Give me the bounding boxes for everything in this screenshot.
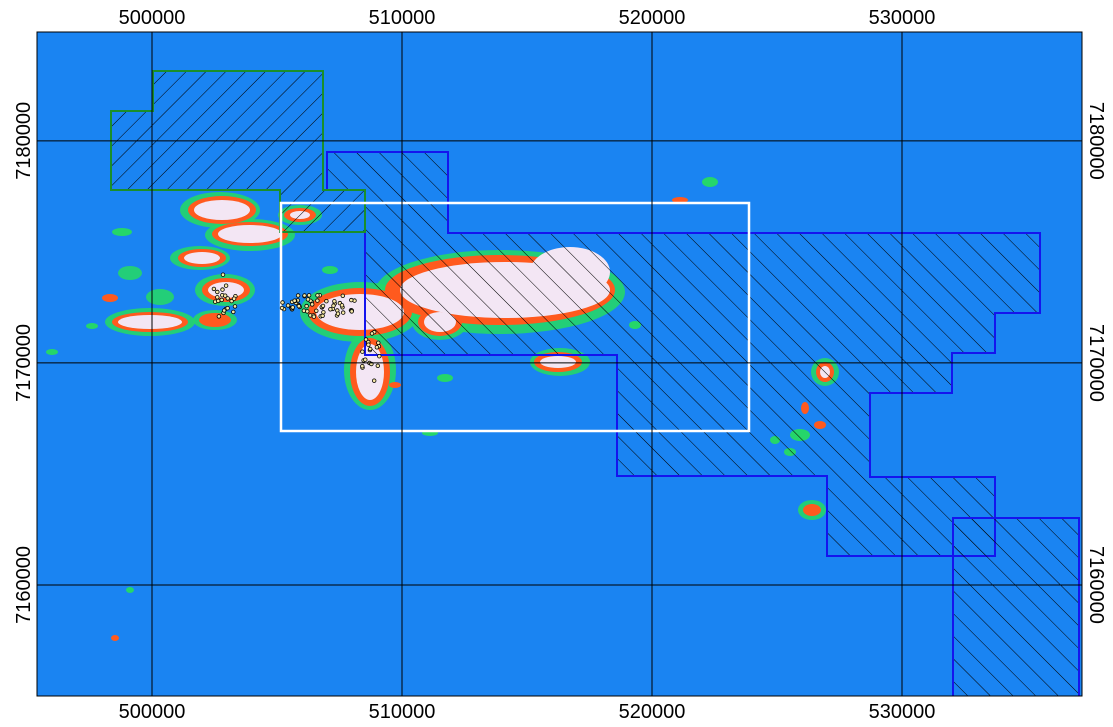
x-tick-label-bottom: 530000: [869, 701, 936, 722]
sample-point: [220, 287, 225, 292]
sample-point: [225, 306, 230, 311]
x-tick-label-bottom: 520000: [619, 701, 686, 722]
sample-point: [296, 303, 302, 309]
sample-point: [335, 311, 341, 316]
y-tick-label-right: 7180000: [1085, 102, 1107, 180]
sample-point: [306, 293, 312, 298]
sample-point: [324, 299, 329, 304]
sample-point: [360, 364, 365, 369]
y-tick-label-right: 7170000: [1085, 324, 1107, 402]
sample-point: [305, 309, 310, 314]
sample-point: [332, 299, 337, 304]
sample-point: [302, 293, 307, 298]
sample-point: [279, 305, 285, 311]
sample-point: [311, 314, 317, 319]
study-area-box: [279, 201, 751, 433]
sample-point: [220, 272, 226, 277]
y-tick-label-left: 7160000: [13, 546, 35, 624]
blue-hatched-zone-south: [952, 517, 1080, 696]
map-frame: [36, 31, 1083, 697]
sample-point: [223, 283, 229, 288]
sample-point: [369, 331, 375, 336]
sample-point: [305, 297, 311, 302]
sample-point: [215, 295, 220, 300]
axis-tick-labels: 500000 500000 510000 510000 520000 520000 5300…: [13, 7, 1107, 723]
x-tick-label-bottom: 510000: [369, 701, 436, 722]
x-tick-label-top: 510000: [369, 7, 436, 29]
sample-point: [314, 308, 319, 313]
sample-point: [320, 313, 325, 318]
sample-point: [328, 307, 333, 312]
sample-point: [215, 298, 221, 304]
grid-lines: [37, 32, 1082, 696]
sample-point: [366, 342, 371, 347]
sample-point: [280, 300, 285, 305]
sample-point: [341, 310, 346, 315]
sample-point: [375, 363, 380, 368]
sample-point: [339, 303, 345, 308]
sample-point: [320, 303, 326, 309]
blue-hatched-zone: [326, 151, 1041, 557]
x-tick-label-top: 500000: [119, 7, 186, 29]
sample-point: [315, 298, 320, 303]
x-tick-label-top: 530000: [869, 7, 936, 29]
sample-point: [310, 302, 315, 307]
sample-point: [368, 346, 373, 352]
sample-point: [225, 296, 230, 301]
x-tick-label-top: 520000: [619, 7, 686, 29]
sample-point: [285, 303, 291, 308]
sample-point: [295, 293, 301, 298]
sample-point: [216, 314, 222, 319]
sample-point: [363, 337, 369, 342]
sample-point: [363, 357, 368, 362]
sample-points: [211, 272, 382, 383]
sample-point: [360, 349, 365, 354]
x-tick-label-bottom: 500000: [119, 701, 186, 722]
sample-point: [374, 345, 380, 350]
sample-point: [292, 298, 297, 303]
sample-point: [349, 297, 354, 303]
sample-point: [222, 293, 228, 298]
sample-point: [349, 309, 354, 314]
sample-point: [304, 303, 309, 309]
sample-point: [376, 340, 381, 345]
sample-point: [215, 289, 220, 295]
sample-point: [340, 293, 345, 298]
sample-point: [221, 308, 227, 313]
sample-point: [231, 296, 237, 301]
sample-point: [331, 303, 336, 308]
sample-point: [231, 309, 236, 315]
sample-point: [211, 286, 217, 292]
sample-point: [219, 297, 224, 303]
sample-point: [321, 310, 326, 315]
sample-point: [232, 304, 238, 309]
sample-point: [315, 293, 320, 298]
y-tick-label-left: 7170000: [13, 324, 35, 402]
y-tick-label-right: 7160000: [1085, 546, 1107, 624]
sample-point: [301, 308, 307, 313]
sample-point: [290, 305, 295, 310]
sample-point: [372, 378, 377, 383]
y-tick-label-left: 7180000: [13, 102, 35, 180]
sample-point: [377, 354, 382, 359]
